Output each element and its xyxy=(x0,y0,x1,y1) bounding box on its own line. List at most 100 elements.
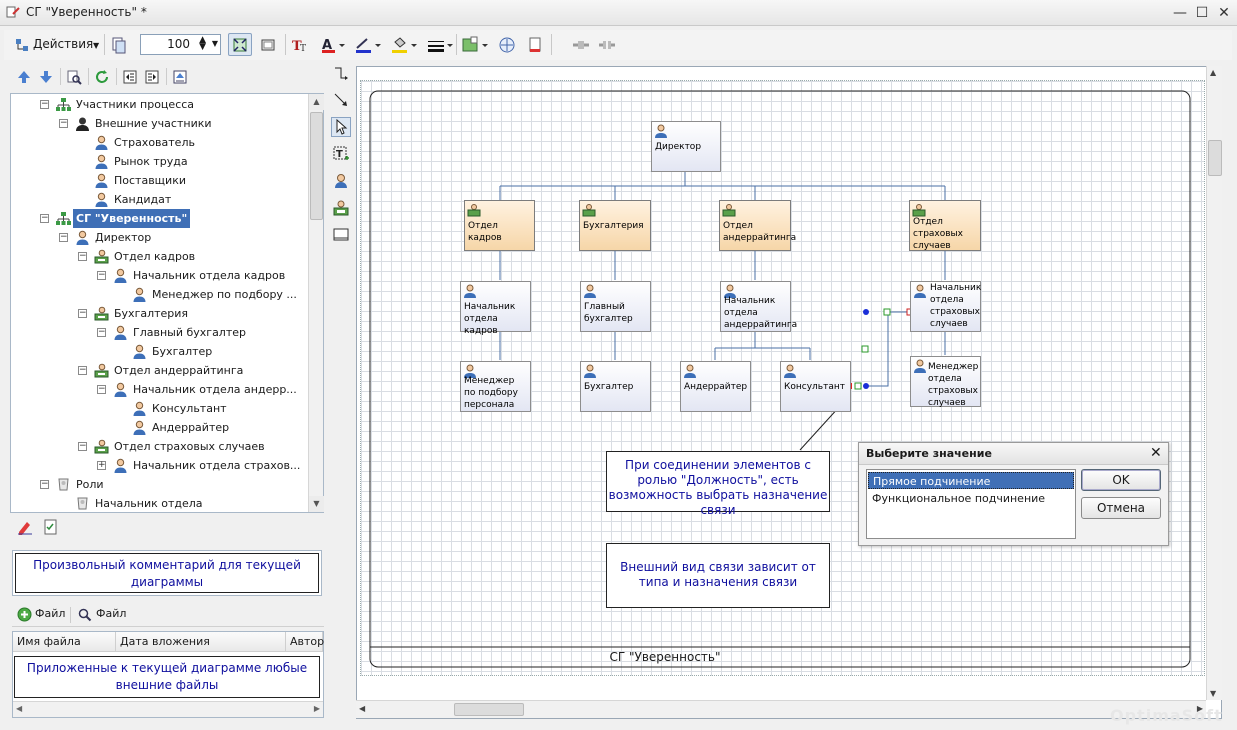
outdent-icon[interactable] xyxy=(122,69,138,85)
canvas-vscrollbar[interactable]: ▲ ▼ xyxy=(1206,66,1222,700)
scroll-thumb[interactable] xyxy=(1208,140,1222,176)
frame-icon xyxy=(333,228,349,241)
scroll-right-icon[interactable]: ▶ xyxy=(1196,704,1203,713)
scroll-thumb[interactable] xyxy=(310,112,323,220)
cancel-button[interactable]: Отмена xyxy=(1081,497,1161,519)
collapse-icon[interactable]: − xyxy=(78,365,87,375)
disconnect-icon[interactable] xyxy=(597,37,617,53)
collapse-icon[interactable]: − xyxy=(78,251,87,261)
department-icon xyxy=(94,439,109,454)
edit-comment-icon[interactable] xyxy=(16,518,34,536)
collapse-icon[interactable]: − xyxy=(40,479,49,489)
checklist-icon[interactable] xyxy=(42,518,60,536)
collapse-icon[interactable]: − xyxy=(40,99,49,109)
canvas-hscrollbar[interactable]: ◀ ▶ xyxy=(356,700,1206,718)
node-hr-head[interactable]: Начальник отдела кадров xyxy=(460,281,531,336)
department-tool[interactable] xyxy=(331,198,351,218)
add-file-icon[interactable] xyxy=(17,607,32,622)
collapse-all-icon[interactable] xyxy=(172,69,188,85)
column-attach-date[interactable]: Дата вложения xyxy=(116,632,286,652)
node-claims-manager[interactable]: Менеджер отдела страховых случаев xyxy=(910,356,981,408)
copy-page-icon[interactable] xyxy=(110,36,128,54)
collapse-icon[interactable]: − xyxy=(78,441,87,451)
zoom-field[interactable]: 100 ▲▼ ▼ xyxy=(140,34,221,55)
node-underwriting-head[interactable]: Начальник отдела андеррайтинга xyxy=(720,281,797,332)
find-file-button[interactable]: Файл xyxy=(96,607,127,620)
diagram-comment[interactable]: Произвольный комментарий для текущей диа… xyxy=(15,553,319,593)
node-recruiter[interactable]: Менеджер по подбору персонала xyxy=(460,361,531,412)
zoom-stepper-icon[interactable]: ▲▼ xyxy=(199,35,206,52)
person-icon xyxy=(132,420,147,435)
collapse-icon[interactable]: − xyxy=(40,213,49,223)
actions-menu-button[interactable]: Действия ▼ xyxy=(10,33,102,56)
line-color-icon[interactable] xyxy=(354,36,382,54)
scroll-thumb[interactable] xyxy=(454,703,524,716)
option-direct-subordination[interactable]: Прямое подчинение xyxy=(868,472,1074,489)
scroll-down-icon[interactable]: ▼ xyxy=(1210,689,1217,698)
node-director[interactable]: Директор xyxy=(651,121,721,172)
options-list[interactable]: Прямое подчинение Функциональное подчине… xyxy=(866,469,1076,539)
expand-icon[interactable]: + xyxy=(97,460,106,470)
text-tool[interactable]: T xyxy=(331,144,351,164)
line-style-icon[interactable] xyxy=(426,36,454,54)
insert-picture-icon[interactable] xyxy=(461,36,489,54)
ok-button[interactable]: OK xyxy=(1081,469,1161,491)
scroll-up-icon[interactable]: ▲ xyxy=(1210,68,1217,77)
collapse-icon[interactable]: − xyxy=(97,384,106,394)
collapse-icon[interactable]: − xyxy=(97,327,106,337)
node-accounting[interactable]: Бухгалтерия xyxy=(579,200,651,251)
scroll-up-icon[interactable]: ▲ xyxy=(309,94,324,110)
print-preview-icon[interactable] xyxy=(526,36,544,54)
node-underwriting-department[interactable]: Отдел андеррайтинга xyxy=(719,200,796,251)
node-consultant[interactable]: Консультант xyxy=(780,361,851,412)
column-author[interactable]: Автор xyxy=(286,632,324,652)
grid-toggle-button[interactable] xyxy=(256,33,280,56)
collapse-icon[interactable]: − xyxy=(97,270,106,280)
fit-page-button[interactable] xyxy=(228,33,252,56)
refresh-icon[interactable] xyxy=(94,69,110,85)
font-color-icon[interactable]: A xyxy=(320,36,346,54)
node-accountant[interactable]: Бухгалтер xyxy=(580,361,651,412)
node-claims-department[interactable]: Отдел страховых случаев xyxy=(909,200,981,251)
connector-tool[interactable] xyxy=(331,64,351,84)
collapse-icon[interactable]: − xyxy=(78,308,87,318)
line-tool[interactable] xyxy=(331,90,351,110)
select-tool[interactable] xyxy=(331,117,351,137)
connect-icon[interactable] xyxy=(571,37,591,53)
target-icon[interactable] xyxy=(498,36,516,54)
scroll-right-icon[interactable]: ▶ xyxy=(313,704,320,713)
add-file-button[interactable]: Файл xyxy=(35,607,66,620)
position-tool[interactable] xyxy=(331,171,351,191)
collapse-icon[interactable]: − xyxy=(59,118,68,128)
callout-comment[interactable]: При соединении элементов с ролью "Должно… xyxy=(606,451,830,517)
tree-scrollbar[interactable]: ▲ ▼ xyxy=(308,94,324,512)
scroll-left-icon[interactable]: ◀ xyxy=(16,704,23,713)
indent-icon[interactable] xyxy=(144,69,160,85)
comment-panel[interactable]: Произвольный комментарий для текущей диа… xyxy=(12,550,322,596)
scroll-down-icon[interactable]: ▼ xyxy=(309,496,324,512)
node-underwriter[interactable]: Андеррайтер xyxy=(680,361,751,412)
minimize-icon[interactable]: — xyxy=(1173,5,1187,21)
search-icon[interactable] xyxy=(78,608,92,622)
close-icon[interactable]: ✕ xyxy=(1218,5,1230,21)
close-icon[interactable]: ✕ xyxy=(1150,445,1162,461)
note-comment[interactable]: Внешний вид связи зависит от типа и назн… xyxy=(606,543,830,608)
move-up-icon[interactable] xyxy=(16,69,32,85)
column-file-name[interactable]: Имя файла xyxy=(13,632,116,652)
files-hscrollbar[interactable]: ◀ ▶ xyxy=(13,701,323,717)
connection-handles[interactable] xyxy=(846,308,914,390)
chevron-down-icon[interactable]: ▼ xyxy=(211,39,218,48)
font-icon[interactable]: TT xyxy=(291,36,309,54)
fill-color-icon[interactable] xyxy=(390,36,418,54)
node-hr-department[interactable]: Отдел кадров xyxy=(464,200,535,251)
collapse-icon[interactable]: − xyxy=(59,232,68,242)
option-functional-subordination[interactable]: Функциональное подчинение xyxy=(872,492,1046,505)
node-claims-head[interactable]: Начальник отдела страховых случаев xyxy=(910,281,981,332)
find-icon[interactable] xyxy=(66,69,82,85)
move-down-icon[interactable] xyxy=(38,69,54,85)
maximize-icon[interactable]: ☐ xyxy=(1195,5,1209,21)
scroll-left-icon[interactable]: ◀ xyxy=(359,704,366,713)
frame-tool[interactable] xyxy=(331,225,351,245)
node-chief-accountant[interactable]: Главный бухгалтер xyxy=(580,281,651,332)
